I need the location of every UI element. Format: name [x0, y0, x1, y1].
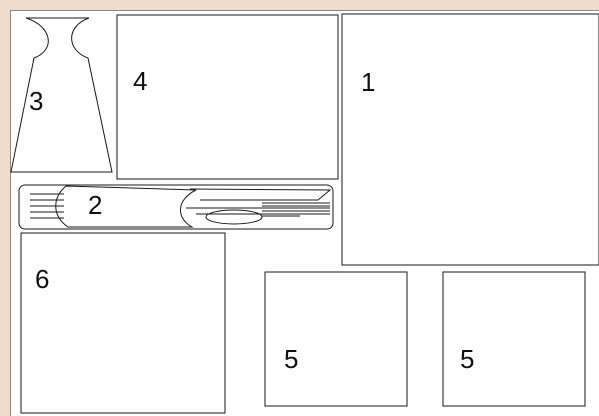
piece-5-right-label: 5	[460, 344, 474, 374]
piece-3[interactable]: 3	[11, 18, 112, 172]
piece-4-label: 4	[133, 66, 147, 96]
vase-icon	[11, 18, 112, 172]
piece-5-left-label: 5	[284, 344, 298, 374]
piece-1[interactable]: 1	[342, 14, 599, 265]
piece-2-label: 2	[88, 190, 102, 220]
piece-6-label: 6	[35, 264, 49, 294]
piece-3-label: 3	[29, 86, 43, 116]
piece-1-frame	[342, 14, 599, 265]
cutlery-icon	[30, 186, 330, 227]
piece-4[interactable]: 4	[117, 15, 338, 179]
piece-5-right-frame	[443, 272, 585, 406]
piece-6[interactable]: 6	[21, 233, 225, 413]
piece-5-right[interactable]: 5	[443, 272, 585, 406]
piece-5-left[interactable]: 5	[265, 272, 407, 406]
piece-6-frame	[21, 233, 225, 413]
piece-2-frame	[19, 185, 333, 229]
piece-4-frame	[117, 15, 338, 179]
piece-1-label: 1	[361, 67, 375, 97]
piece-5-left-frame	[265, 272, 407, 406]
piece-2[interactable]: 2	[19, 185, 333, 229]
